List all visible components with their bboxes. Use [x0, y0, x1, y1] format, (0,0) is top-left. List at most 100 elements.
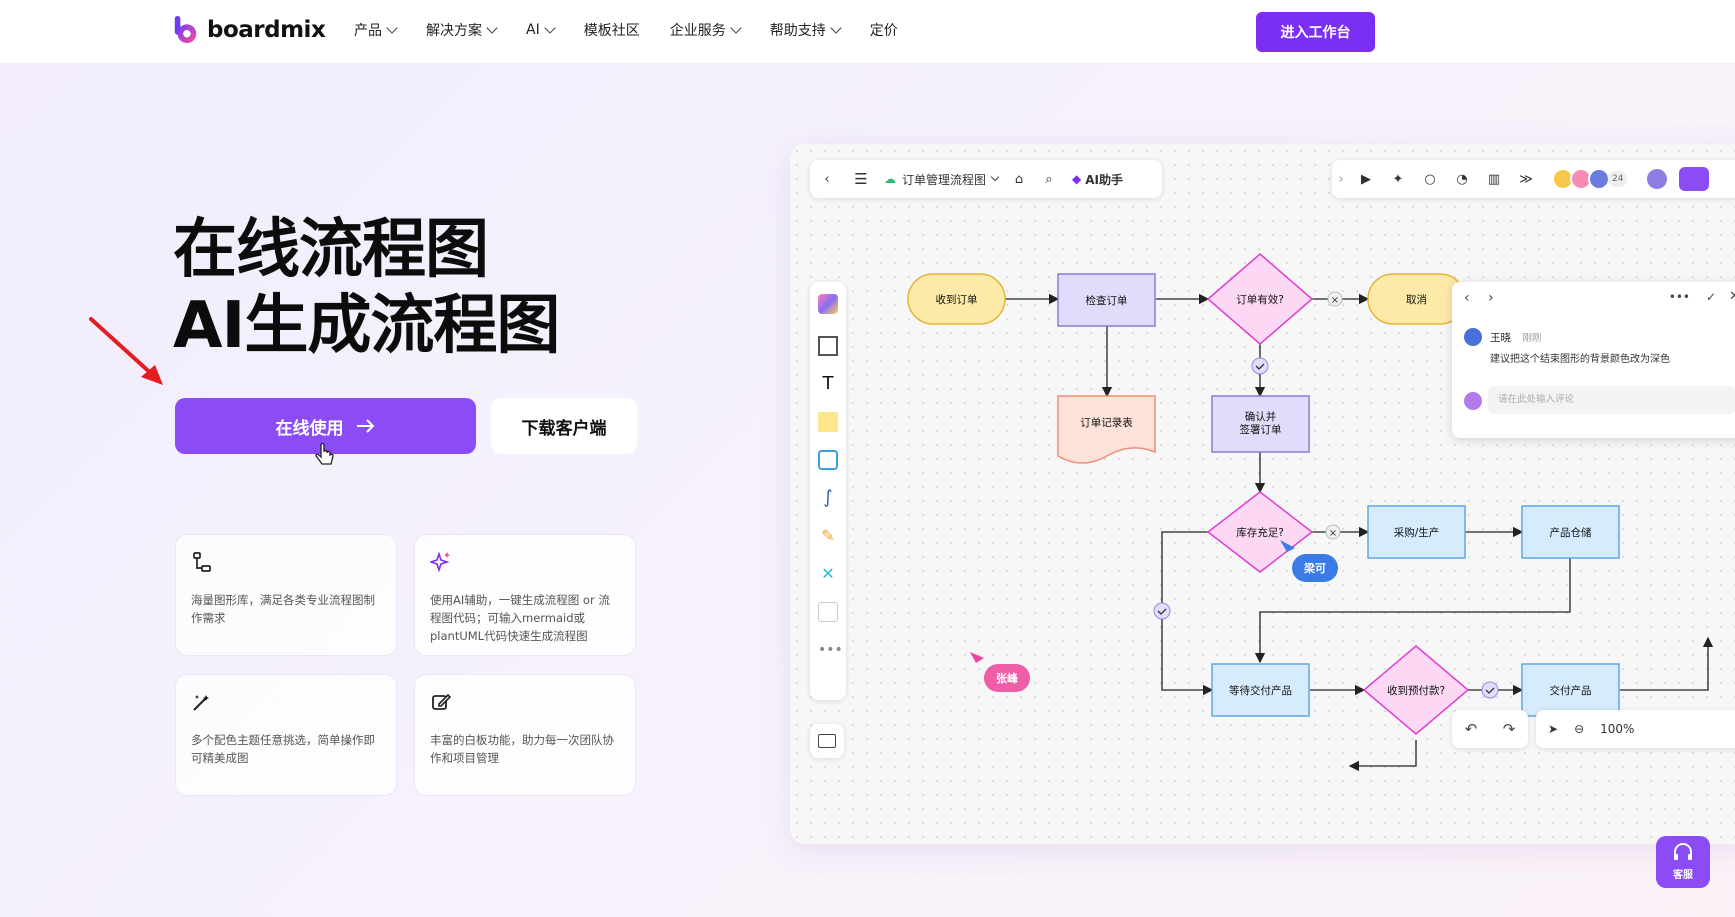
minimap-button[interactable]	[810, 724, 844, 758]
tag-icon[interactable]: ⌂	[1014, 171, 1024, 187]
sticky-note-icon[interactable]	[818, 412, 838, 432]
next-icon[interactable]: ›	[1488, 290, 1494, 306]
back-icon[interactable]: ‹	[824, 171, 830, 187]
node-stock-enough[interactable]: 库存充足?	[1236, 527, 1284, 539]
nav-item-pricing[interactable]: 定价	[869, 23, 898, 39]
minimap-icon	[818, 734, 836, 748]
share-button[interactable]	[1679, 167, 1710, 191]
chevron-down-icon	[730, 22, 742, 34]
comment-panel: ‹ › ••• ✓ ✕ 王晓 刚刚 建议把这个结束图形的背景颜色改为深色 请在此…	[1452, 282, 1735, 438]
zoom-out-icon[interactable]: ⊖	[1574, 722, 1585, 736]
collaborator-count: 24	[1608, 171, 1628, 187]
vote-icon[interactable]: ▥	[1487, 171, 1501, 187]
download-client-button[interactable]: 下载客户端	[491, 398, 637, 454]
nav-menu: 产品 解决方案 AI 模板社区 企业服务 帮助支持 定价	[354, 20, 928, 40]
connector-icon[interactable]: ∫	[823, 487, 833, 508]
chevron-down-icon	[990, 172, 1000, 182]
more-icon[interactable]: •••	[818, 642, 843, 658]
shape-icon[interactable]	[818, 450, 838, 470]
node-wait-delivery[interactable]: 等待交付产品	[1229, 685, 1292, 697]
resolve-icon[interactable]: ✓	[1705, 290, 1716, 304]
undo-icon[interactable]: ↶	[1464, 720, 1478, 738]
node-confirm-sign[interactable]: 确认并 签署订单	[1212, 411, 1309, 437]
hand-cursor-icon	[315, 443, 334, 465]
feature-card-whiteboard: 丰富的白板功能，助力每一次团队协作和项目管理	[414, 674, 636, 796]
cursor-icon	[970, 652, 984, 663]
node-deliver[interactable]: 交付产品	[1549, 685, 1592, 697]
brand-logo[interactable]: boardmix	[173, 15, 326, 45]
celebrate-icon[interactable]: ✦	[1392, 171, 1404, 187]
close-icon[interactable]: ✕	[1729, 289, 1735, 304]
more-icon[interactable]: •••	[1668, 290, 1690, 304]
node-cancel[interactable]: 取消	[1406, 294, 1427, 306]
play-icon[interactable]: ▶	[1361, 171, 1371, 187]
feature-text: 海量图形库，满足各类专业流程图制作需求	[191, 593, 375, 625]
zoom-level[interactable]: 100%	[1600, 722, 1635, 736]
node-purchase[interactable]: 采购/生产	[1393, 527, 1440, 539]
document-toolbar: ‹ ☰ ☁ 订单管理流程图 ⌂ ⌕ ◆ AI助手	[810, 160, 1162, 198]
comment-author: 王晓 刚刚	[1490, 330, 1541, 345]
cursor-icon	[1280, 540, 1295, 552]
prev-icon[interactable]: ‹	[1464, 290, 1470, 306]
chevron-down-icon	[830, 22, 842, 34]
expand-icon[interactable]: ›	[1338, 171, 1344, 187]
use-online-button[interactable]: 在线使用	[175, 398, 476, 454]
cursor-tag-liangke: 梁可	[1292, 554, 1338, 582]
frame-icon[interactable]	[818, 336, 838, 356]
avatar	[1588, 168, 1610, 190]
doc-title-dropdown[interactable]: ☁ 订单管理流程图	[878, 171, 1004, 188]
node-check-order[interactable]: 检查订单	[1085, 295, 1128, 307]
ai-assistant-label: AI助手	[1085, 172, 1124, 187]
menu-icon[interactable]: ☰	[854, 170, 868, 188]
node-prepayment[interactable]: 收到预付款?	[1386, 685, 1446, 697]
feature-card-ai: 使用AI辅助，一键生成流程图 or 流程图代码；可输入mermaid或plant…	[414, 534, 636, 656]
feature-card-shapes: 海量图形库，满足各类专业流程图制作需求	[175, 534, 397, 656]
customer-service-button[interactable]: 客服	[1656, 836, 1710, 888]
timer-icon[interactable]: ◔	[1456, 171, 1468, 187]
node-order-record[interactable]: 订单记录表	[1080, 417, 1133, 429]
comment-input[interactable]: 请在此处输入评论	[1488, 386, 1735, 414]
nav-item-product[interactable]: 产品	[354, 20, 398, 40]
undo-redo-toolbar: ↶ ↷	[1452, 710, 1528, 748]
text-icon[interactable]: T	[822, 373, 834, 394]
more-chevrons-icon[interactable]: ≫	[1519, 171, 1533, 187]
search-icon[interactable]: ⌕	[1045, 171, 1053, 187]
redo-icon[interactable]: ↷	[1502, 720, 1516, 738]
nav-item-solutions[interactable]: 解决方案	[426, 20, 498, 40]
edit-icon	[432, 693, 452, 710]
headset-icon	[1674, 843, 1692, 860]
node-confirm-line1: 确认并	[1244, 411, 1277, 423]
ai-assistant-button[interactable]: ◆ AI助手	[1064, 171, 1131, 188]
top-nav: boardmix 产品 解决方案 AI 模板社区 企业服务 帮助支持 定价 进入…	[0, 0, 1735, 64]
node-warehouse[interactable]: 产品仓储	[1549, 527, 1592, 539]
node-receive-order[interactable]: 收到订单	[935, 294, 978, 306]
feature-card-themes: 多个配色主题任意挑选，简单操作即可精美成图	[175, 674, 397, 796]
nav-item-help[interactable]: 帮助支持	[770, 20, 842, 40]
pen-icon[interactable]: ✎	[821, 526, 835, 545]
comment-text: 建议把这个结束图形的背景颜色改为深色	[1490, 354, 1670, 365]
tool-sidebar: T ∫ ✎ ✕ •••	[810, 282, 846, 700]
boardmix-logo-icon	[174, 15, 197, 44]
user-avatar[interactable]	[1647, 169, 1668, 189]
comment-icon[interactable]: ○	[1424, 171, 1436, 187]
chevron-down-icon	[486, 22, 498, 34]
table-icon[interactable]	[818, 602, 838, 622]
customer-service-label: 客服	[1673, 870, 1693, 881]
nav-item-ai[interactable]: AI	[526, 20, 556, 40]
brand-name: boardmix	[207, 17, 326, 43]
svg-text:×: ×	[1331, 295, 1339, 306]
nav-item-enterprise[interactable]: 企业服务	[670, 20, 742, 40]
mindmap-icon[interactable]: ✕	[821, 564, 835, 583]
select-cursor-icon[interactable]: ➤	[1548, 722, 1559, 736]
doc-title: 订单管理流程图	[902, 172, 987, 187]
collaborator-avatars[interactable]: 24	[1552, 168, 1628, 190]
collab-toolbar: › ▶ ✦ ○ ◔ ▥ ≫ 24	[1332, 160, 1735, 198]
enter-workspace-button[interactable]: 进入工作台	[1256, 12, 1375, 52]
avatar	[1464, 328, 1482, 346]
templates-icon[interactable]	[818, 294, 838, 314]
nav-item-templates[interactable]: 模板社区	[583, 23, 640, 39]
node-confirm-line2: 签署订单	[1239, 424, 1282, 436]
node-order-valid[interactable]: 订单有效?	[1236, 294, 1284, 306]
hero-title: 在线流程图 AI生成流程图	[173, 212, 560, 364]
avatar	[1464, 392, 1482, 410]
